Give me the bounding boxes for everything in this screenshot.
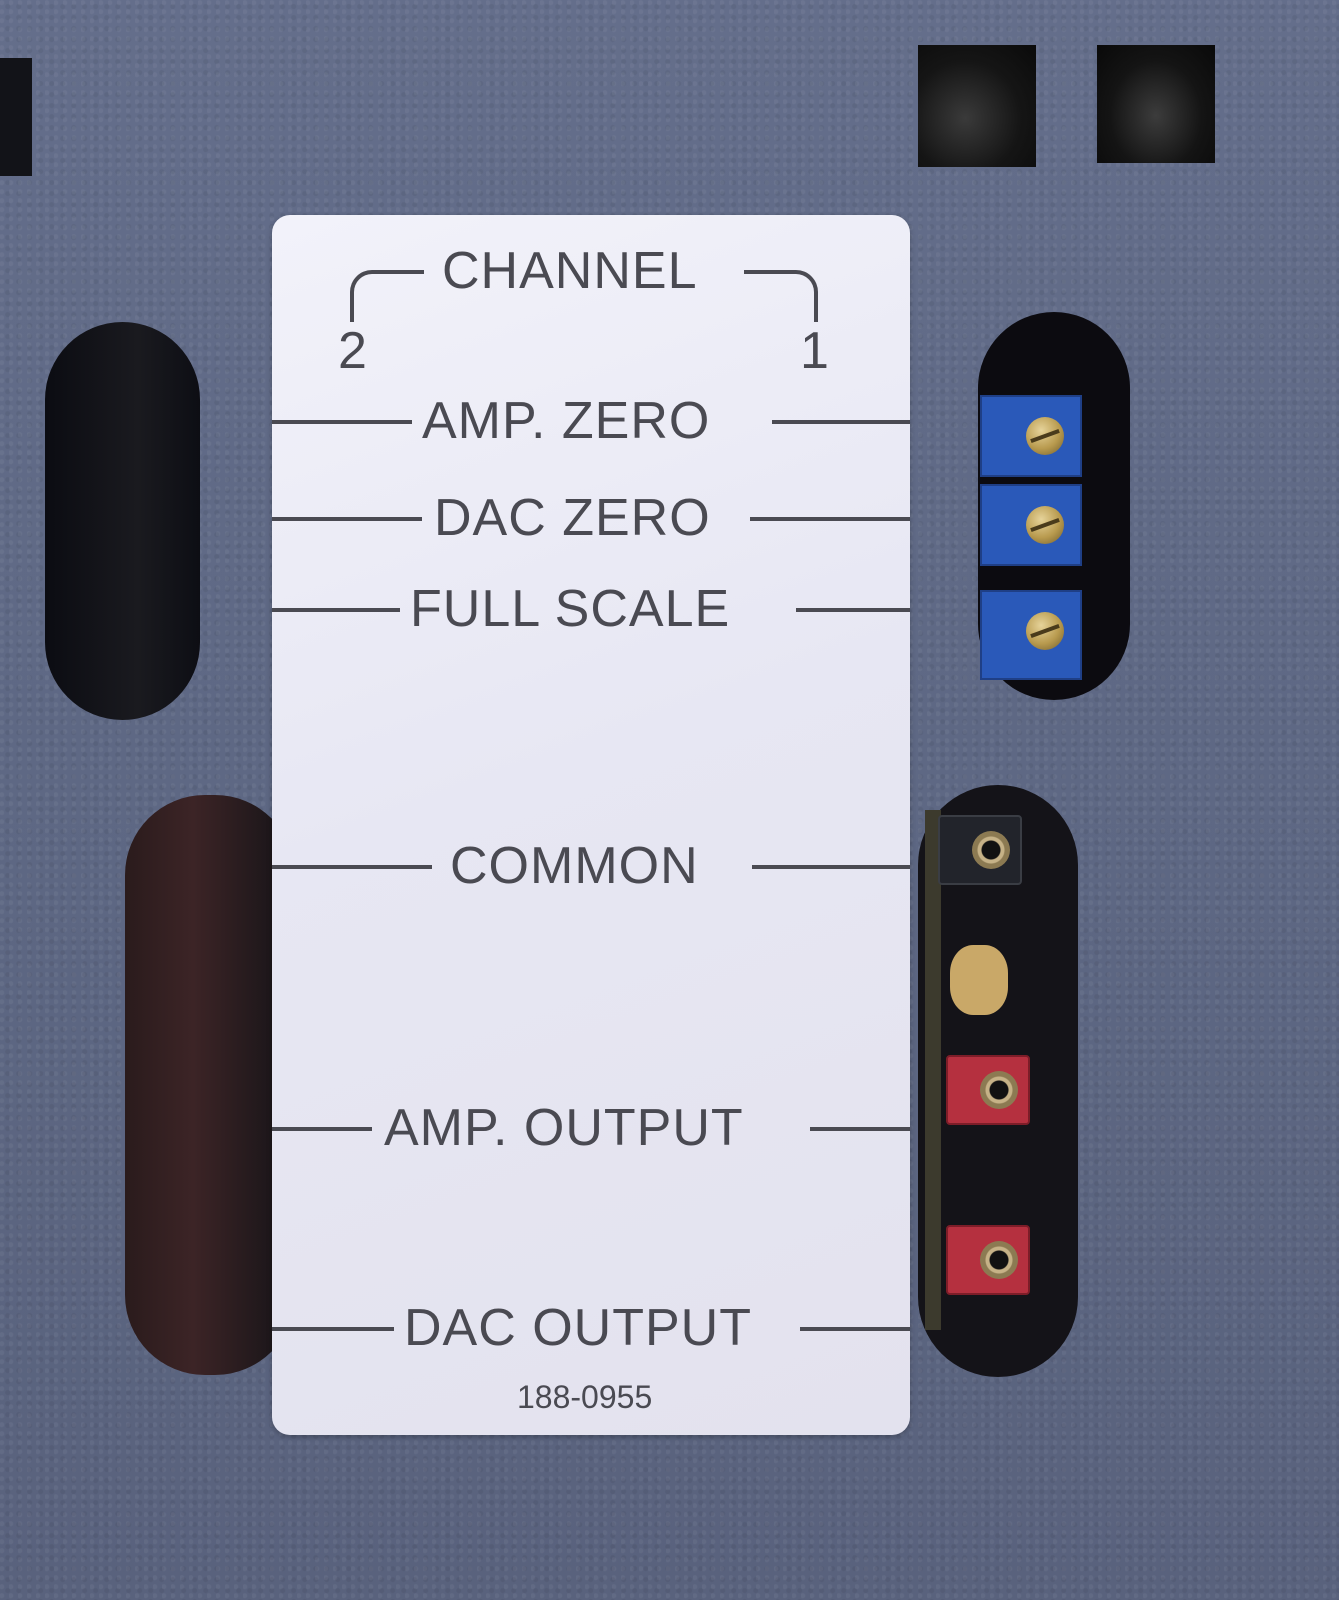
channel-1-label: 1 <box>800 322 830 380</box>
dac-output-label: DAC OUTPUT <box>404 1299 752 1357</box>
component <box>950 945 1008 1015</box>
full-scale-leader-left <box>272 608 400 612</box>
dac-output-leader-left <box>272 1327 394 1331</box>
dac-zero-trim-pot[interactable] <box>980 484 1082 566</box>
dac-output-leader-right <box>800 1327 910 1331</box>
amp-zero-label: AMP. ZERO <box>422 392 711 450</box>
amp-zero-trim-pot[interactable] <box>980 395 1082 477</box>
full-scale-trim-pot[interactable] <box>980 590 1082 680</box>
top-cutout-b <box>1097 45 1215 163</box>
common-leader-left <box>272 865 432 869</box>
dac-output-jack[interactable] <box>946 1225 1030 1295</box>
full-scale-leader-right <box>796 608 910 612</box>
dac-zero-label: DAC ZERO <box>434 489 711 547</box>
amp-zero-leader-left <box>272 420 412 424</box>
amp-output-jack[interactable] <box>946 1055 1030 1125</box>
channel-bracket-left <box>350 270 424 322</box>
vent-slot-left-top <box>45 322 200 720</box>
top-left-cutout <box>0 58 32 176</box>
amp-output-leader-left <box>272 1127 372 1131</box>
dac-zero-leader-right <box>750 517 910 521</box>
channel-title: CHANNEL <box>442 242 698 300</box>
vent-slot-left-bottom <box>125 795 295 1375</box>
top-cutout-a <box>918 45 1036 167</box>
channel-label: CHANNEL 2 1 AMP. ZERO DAC ZERO FULL SCAL… <box>272 215 910 1435</box>
amp-zero-leader-right <box>772 420 910 424</box>
part-number: 188-0955 <box>517 1379 653 1415</box>
channel-2-label: 2 <box>338 322 368 380</box>
amp-output-leader-right <box>810 1127 910 1131</box>
amp-output-label: AMP. OUTPUT <box>384 1099 744 1157</box>
channel-bracket-right <box>744 270 818 322</box>
common-leader-right <box>752 865 910 869</box>
full-scale-label: FULL SCALE <box>410 580 731 638</box>
common-label: COMMON <box>450 837 699 895</box>
dac-zero-leader-left <box>272 517 422 521</box>
common-jack[interactable] <box>938 815 1022 885</box>
circuit-board-edge <box>925 810 941 1330</box>
